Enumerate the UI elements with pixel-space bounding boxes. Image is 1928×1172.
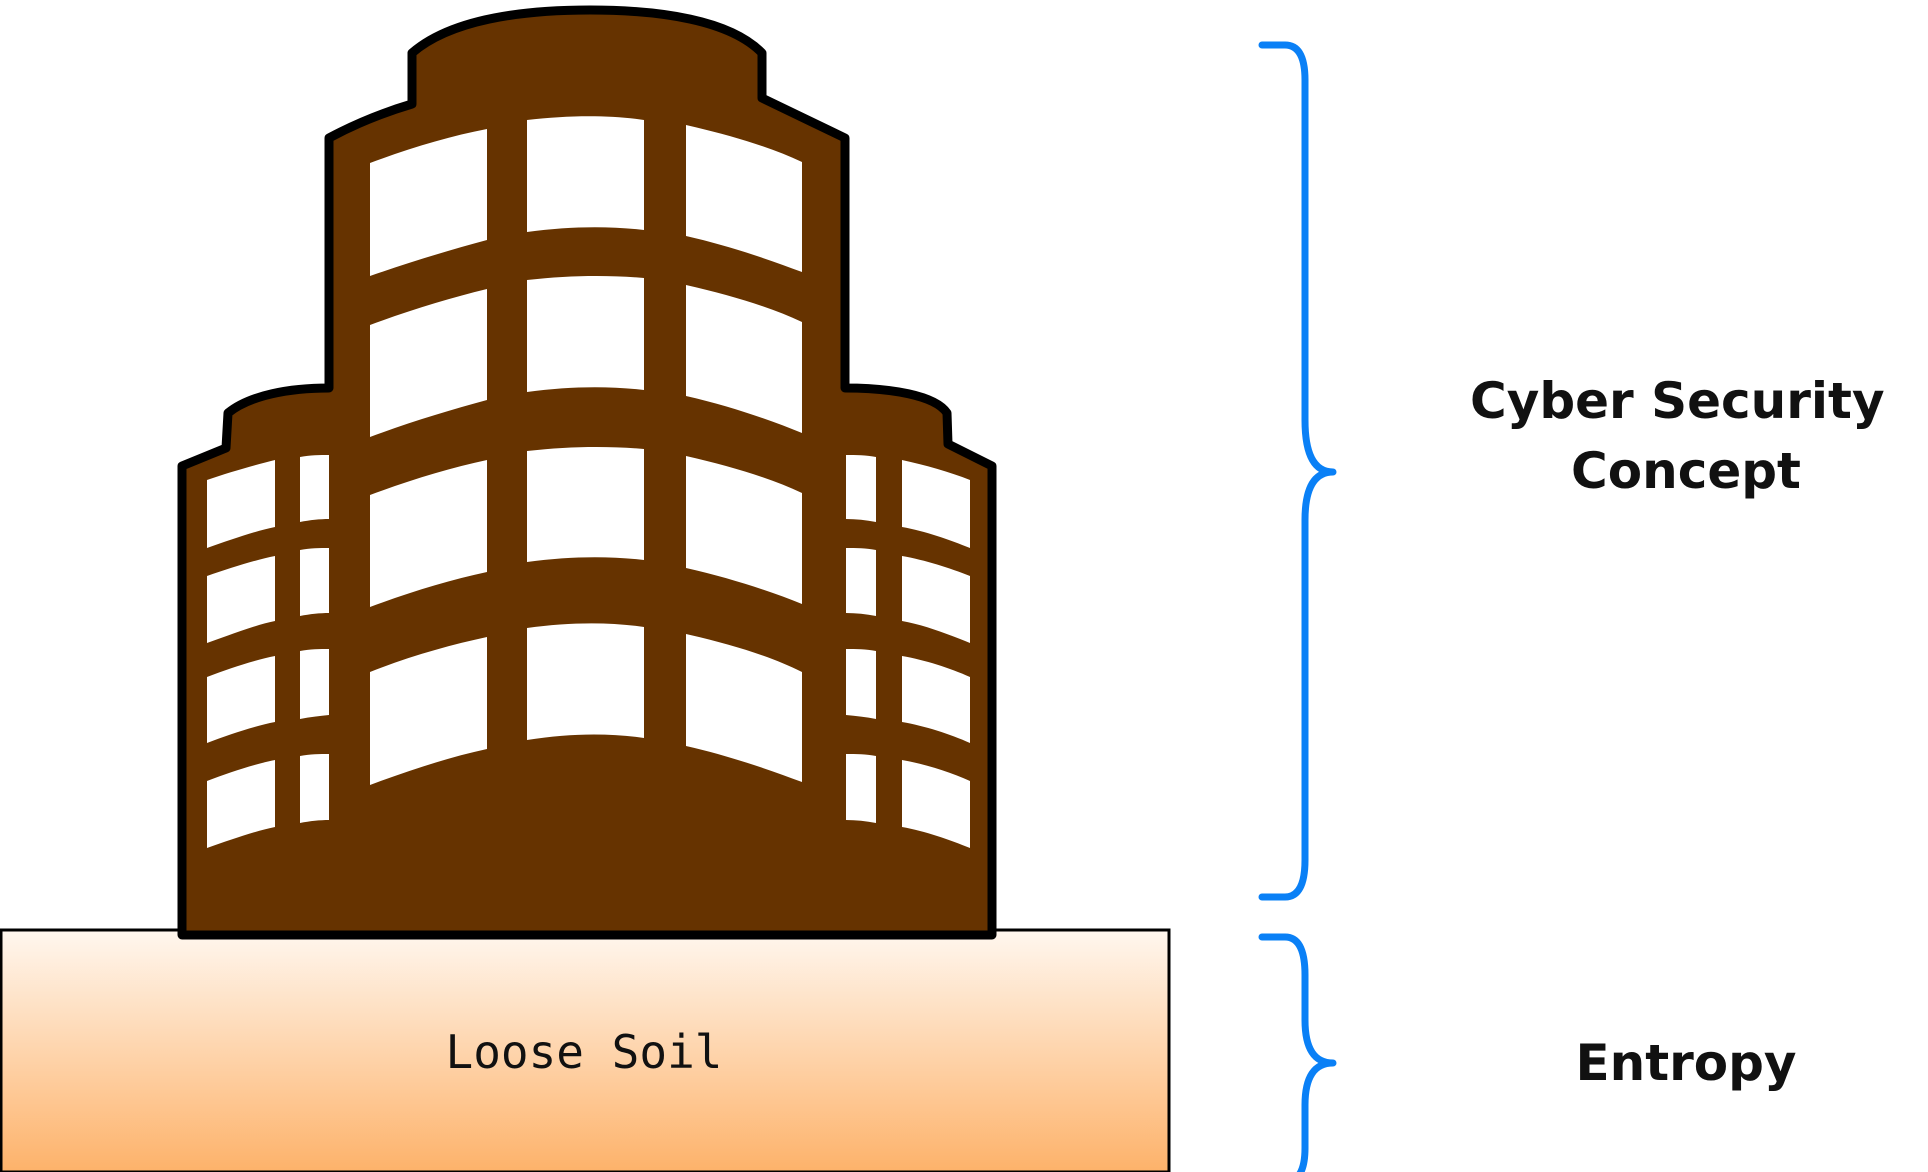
soil-label: Loose Soil bbox=[446, 1025, 723, 1079]
left-wing-windows bbox=[207, 455, 329, 848]
concept-line: Concept bbox=[1571, 442, 1801, 500]
soil-brace bbox=[1258, 933, 1337, 1172]
building-icon bbox=[177, 5, 997, 940]
center-tower-windows bbox=[370, 116, 802, 785]
right-wing-windows bbox=[846, 455, 970, 848]
building-brace bbox=[1258, 41, 1337, 901]
soil-rect bbox=[0, 928, 1171, 1172]
cyber-security-concept-label: Cyber Security Concept bbox=[1470, 372, 1902, 500]
loose-soil-block: Loose Soil bbox=[0, 928, 1171, 1172]
entropy-label: Entropy bbox=[1575, 1034, 1796, 1092]
cyber-security-line: Cyber Security bbox=[1470, 372, 1885, 430]
